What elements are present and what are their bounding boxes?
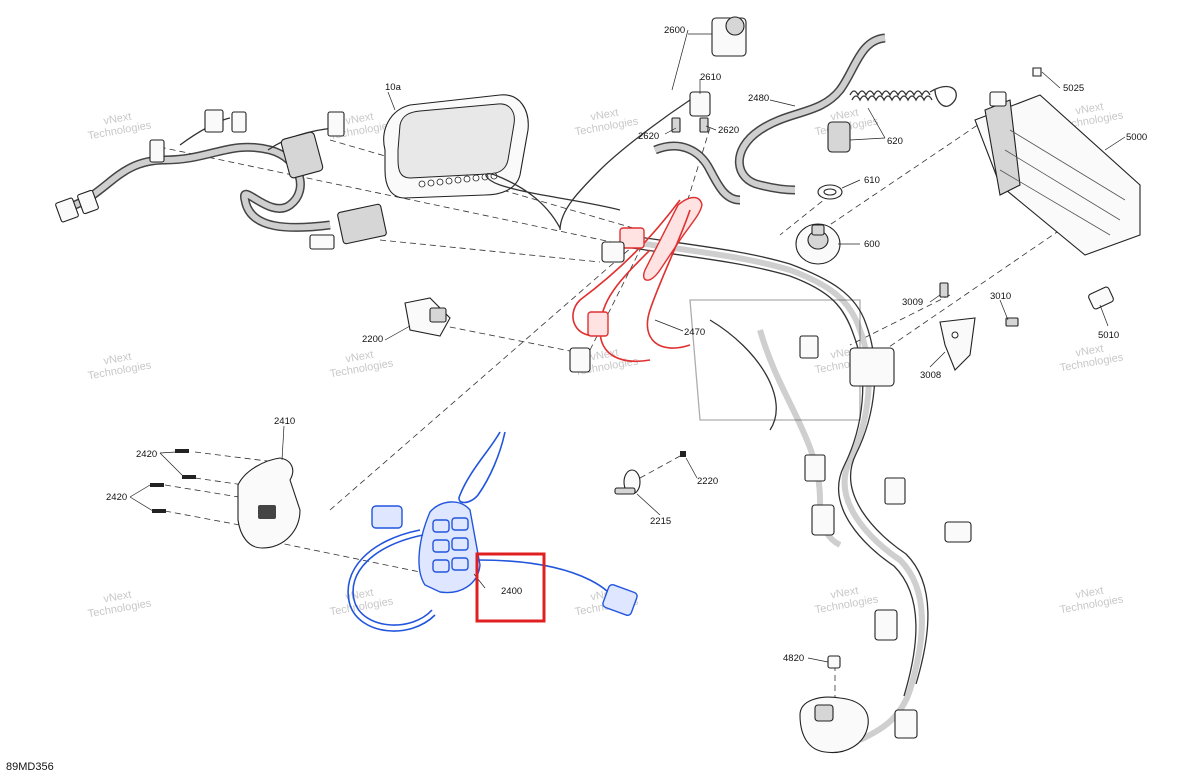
part-label-5025[interactable]: 5025 <box>1063 83 1084 94</box>
part-label-600[interactable]: 600 <box>864 239 880 250</box>
fastener-2215 <box>614 451 686 495</box>
part-label-2220[interactable]: 2220 <box>697 476 718 487</box>
part-labels: 10a 2600 2610 2620 2620 2480 620 610 600… <box>106 25 1147 664</box>
coiled-lanyard <box>817 85 957 200</box>
switch-600 <box>795 223 841 265</box>
diagram-code: 89MD356 <box>6 761 54 773</box>
watermark: vNext <box>103 111 133 128</box>
part-label-2200[interactable]: 2200 <box>362 334 383 345</box>
watermark: vNext <box>345 349 375 366</box>
watermark: vNext <box>830 107 860 124</box>
part-label-2400[interactable]: 2400 <box>501 586 522 597</box>
sensor-2200 <box>404 297 451 337</box>
part-label-2215[interactable]: 2215 <box>650 516 671 527</box>
part-label-2600[interactable]: 2600 <box>664 25 685 36</box>
part-2400-highlight[interactable] <box>475 552 546 623</box>
part-label-2610[interactable]: 2610 <box>700 72 721 83</box>
upper-left-harness <box>55 109 387 250</box>
part-label-610[interactable]: 610 <box>864 175 880 186</box>
watermark: vNext <box>345 111 375 128</box>
sensor-lower <box>799 696 869 754</box>
watermark: vNext <box>345 587 375 604</box>
cover-2410 <box>150 449 301 549</box>
blue-harness <box>347 431 638 632</box>
watermark: vNext <box>830 585 860 602</box>
watermark: vNext <box>1075 343 1105 360</box>
part-label-2620[interactable]: 2620 <box>718 125 739 136</box>
part-label-2620[interactable]: 2620 <box>638 131 659 142</box>
watermark: vNext <box>590 347 620 364</box>
part-label-2420[interactable]: 2420 <box>136 449 157 460</box>
control-module <box>974 67 1141 310</box>
gauge-cluster <box>383 94 529 199</box>
part-label-3009[interactable]: 3009 <box>902 297 923 308</box>
red-harness <box>569 196 703 373</box>
part-label-10a[interactable]: 10a <box>385 82 402 93</box>
nut-4820 <box>827 655 841 669</box>
part-label-4820[interactable]: 4820 <box>783 653 804 664</box>
watermark: vNext <box>103 351 133 368</box>
part-label-5010[interactable]: 5010 <box>1098 330 1119 341</box>
part-label-2420[interactable]: 2420 <box>106 492 127 503</box>
key-switch-assembly <box>485 16 886 231</box>
part-label-2480[interactable]: 2480 <box>748 93 769 104</box>
part-label-2410[interactable]: 2410 <box>274 416 295 427</box>
watermark: vNext <box>1075 101 1105 118</box>
part-label-3008[interactable]: 3008 <box>920 370 941 381</box>
watermark: vNext <box>103 589 133 606</box>
bracket-3008 <box>939 282 1019 371</box>
part-label-3010[interactable]: 3010 <box>990 291 1011 302</box>
part-label-2470[interactable]: 2470 <box>684 327 705 338</box>
main-harness <box>619 233 972 743</box>
watermark: vNext <box>1075 585 1105 602</box>
watermark: vNext <box>590 107 620 124</box>
part-label-620[interactable]: 620 <box>887 136 903 147</box>
part-label-5000[interactable]: 5000 <box>1126 132 1147 143</box>
